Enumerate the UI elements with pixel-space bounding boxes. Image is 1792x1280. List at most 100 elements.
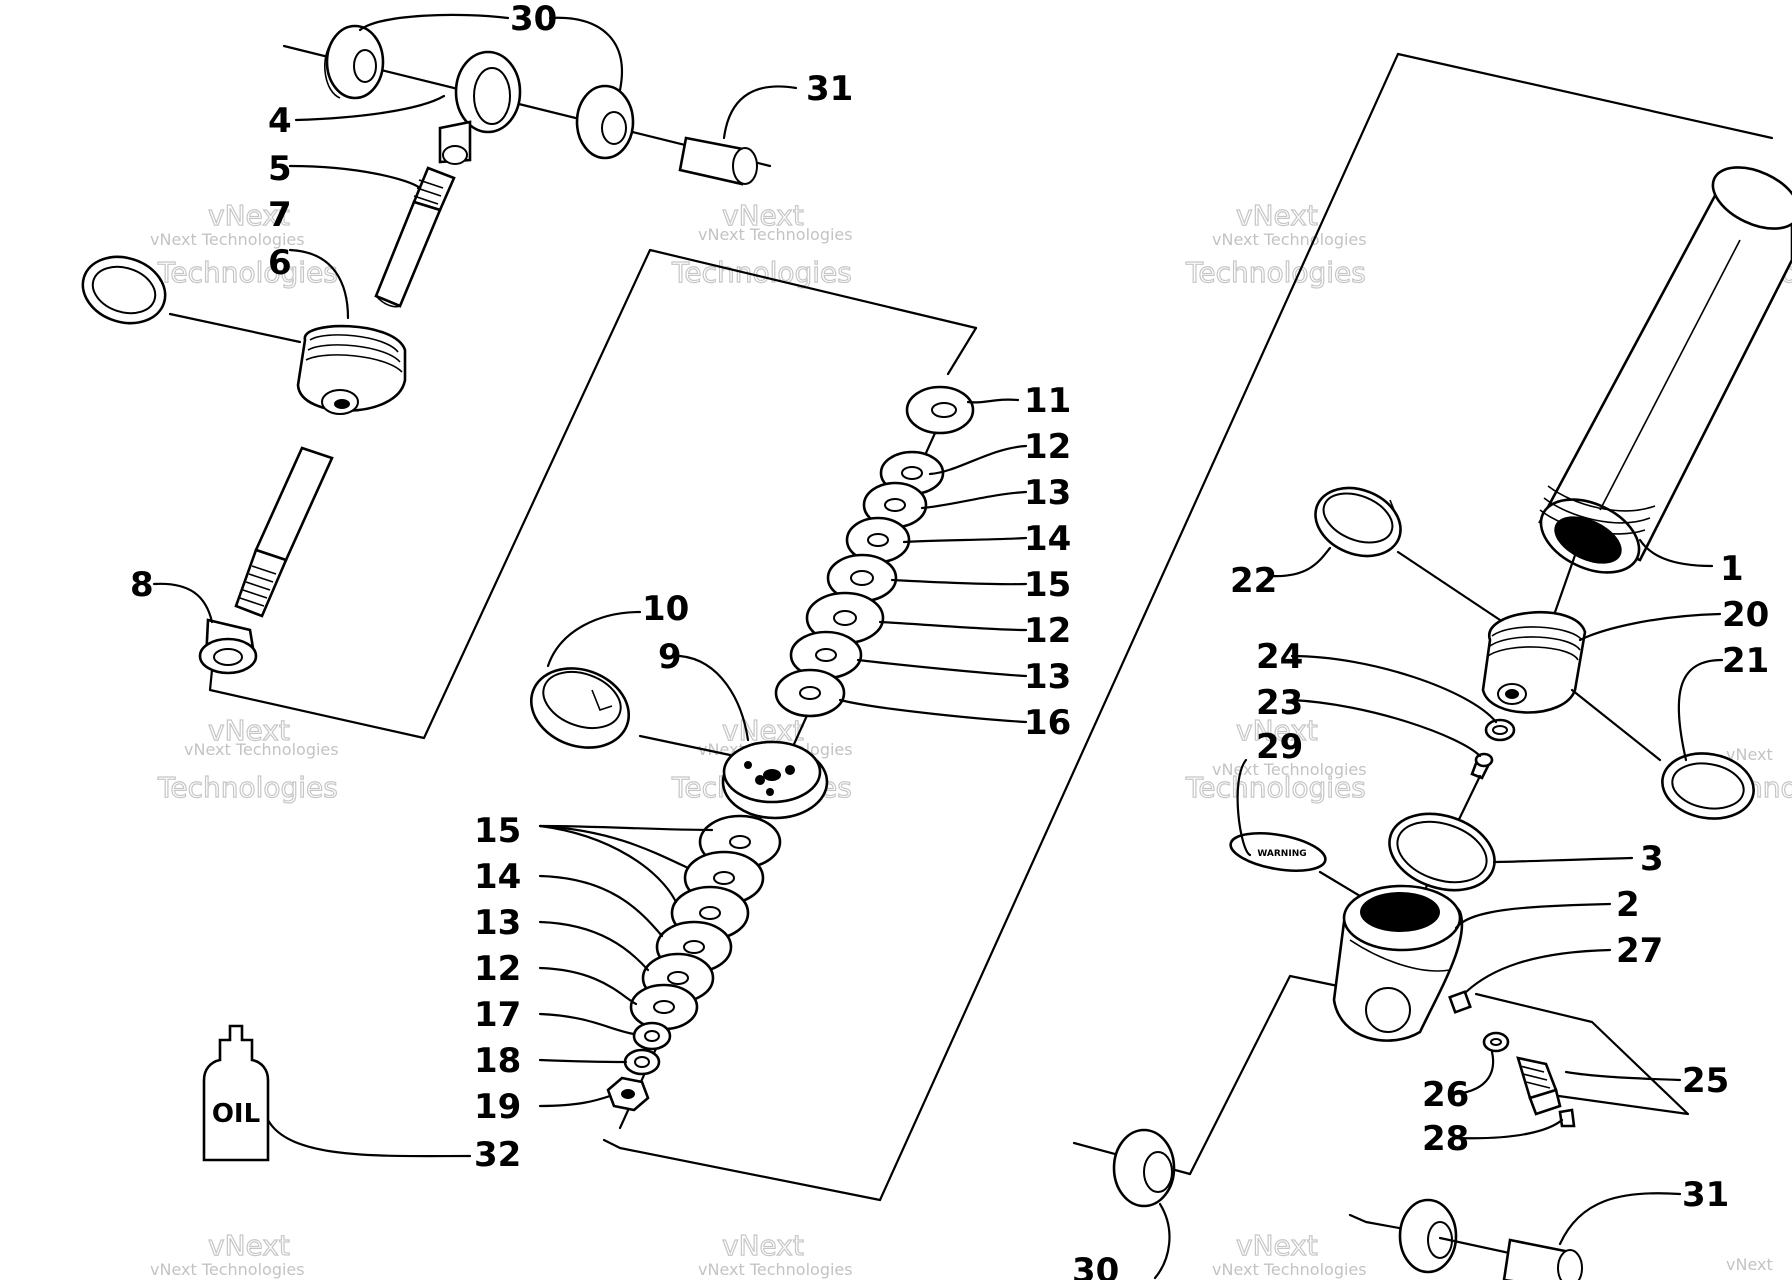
leader-9 (678, 654, 750, 742)
leader-11 (966, 398, 1020, 404)
callout-18: 18 (474, 1041, 521, 1081)
callout-30a: 30 (510, 0, 557, 39)
frame-diagonal (878, 52, 1400, 1202)
svg-text:vNext Technologies: vNext Technologies (698, 1260, 853, 1279)
leader-25 (1564, 1070, 1682, 1082)
leader-lines (152, 13, 1724, 1280)
callout-15b: 15 (474, 811, 521, 851)
svg-text:vNext: vNext (722, 199, 804, 232)
frame-lower-right (1474, 992, 1690, 1116)
oil-bottle-label: OIL (212, 1099, 260, 1129)
bushing-bottom-left (1112, 1128, 1176, 1208)
shim-11 (905, 385, 975, 435)
snap-ring-22 (1314, 486, 1402, 558)
leader-29 (1236, 758, 1252, 857)
svg-text:vNext Technologies: vNext Technologies (150, 1260, 305, 1279)
watermark-12: vNext (1726, 1255, 1773, 1274)
frame-left-link (168, 312, 302, 344)
frame-lower-left (1188, 974, 1340, 1176)
sleeve-bottom (1502, 1238, 1583, 1280)
leader-14a (902, 536, 1028, 544)
leader-1 (1638, 538, 1714, 568)
watermark-11: vNext vNext Technologies (1212, 1228, 1367, 1279)
valve-stack: OIL (202, 385, 975, 1162)
leader-15b (538, 824, 714, 832)
leader-8 (152, 582, 214, 624)
callout-7: 7 (268, 195, 292, 235)
bushing-lower-left (198, 618, 258, 675)
svg-text:vNext: vNext (1236, 1229, 1318, 1262)
svg-text:vNext Technologies: vNext Technologies (1212, 760, 1367, 779)
shim-15a (826, 553, 898, 603)
assembly-frames (168, 52, 1774, 1236)
ring-link-line (638, 734, 732, 757)
svg-text:Technologies: Technologies (1185, 771, 1366, 804)
callout-27: 27 (1616, 931, 1663, 971)
leader-23 (1290, 698, 1482, 758)
frame-mid-bottom (602, 1138, 882, 1202)
frame-left-box (208, 248, 978, 740)
seal-ring-21 (1661, 752, 1755, 820)
callout-17: 17 (474, 995, 521, 1035)
callout-14b: 14 (474, 857, 521, 897)
washer-18 (623, 1048, 661, 1076)
callout-31b: 31 (1682, 1175, 1729, 1215)
callout-14a: 14 (1024, 519, 1071, 559)
callout-13c: 13 (474, 903, 521, 943)
leader-21 (1677, 658, 1724, 762)
callout-3: 3 (1640, 839, 1664, 879)
leader-15d (538, 824, 678, 904)
o-ring-3 (1388, 812, 1496, 892)
callout-10: 10 (642, 589, 689, 629)
callout-11: 11 (1024, 381, 1071, 421)
right-assembly: WARNING (1112, 166, 1792, 1280)
leader-15a (890, 578, 1028, 586)
svg-text:vNext: vNext (208, 714, 290, 747)
svg-text:vNext Technologies: vNext Technologies (1212, 230, 1367, 249)
callout-25: 25 (1682, 1061, 1729, 1101)
piston-rod-lower (234, 446, 334, 618)
watermark-1: vNext vNext Technologies Technologies (150, 198, 338, 289)
leader-12b (878, 620, 1028, 632)
shim-16 (774, 668, 846, 718)
svg-text:vNext: vNext (722, 1229, 804, 1262)
callout-29: 29 (1256, 727, 1303, 767)
piston-ring-10 (529, 667, 631, 749)
shim-12c (629, 983, 699, 1031)
leader-12a (928, 444, 1028, 476)
watermark-2: vNext vNext Technologies Technologies (670, 198, 852, 289)
leader-16 (838, 698, 1028, 724)
leader-13b (856, 658, 1028, 678)
callout-4: 4 (268, 101, 292, 141)
callout-31a: 31 (806, 69, 853, 109)
callout-13a: 13 (1024, 473, 1071, 513)
leader-6 (288, 248, 350, 320)
svg-text:Technologies: Technologies (1185, 256, 1366, 289)
leader-4 (294, 94, 446, 122)
watermark-5: vNext vNext Technologies Technologies (156, 713, 338, 804)
screw-23 (1470, 752, 1494, 780)
leader-22 (1268, 546, 1332, 578)
callout-21: 21 (1722, 641, 1769, 681)
bushing-top-right (575, 84, 635, 160)
o-ring-26 (1482, 1031, 1510, 1053)
watermark-3: vNext vNext Technologies Technologies (1184, 198, 1367, 289)
callout-26: 26 (1422, 1075, 1469, 1115)
leader-5 (288, 164, 422, 190)
callout-32: 32 (474, 1135, 521, 1175)
ring-22-link (1396, 550, 1502, 622)
leader-10 (546, 610, 642, 668)
svg-text:vNext: vNext (1236, 714, 1318, 747)
svg-text:vNext Technologies: vNext Technologies (1212, 1260, 1367, 1279)
shim-13b (789, 630, 863, 680)
callout-13b: 13 (1024, 657, 1071, 697)
plug-27 (1448, 990, 1472, 1014)
leader-2 (1454, 902, 1612, 930)
leader-31a (722, 85, 798, 140)
svg-text:vNext Technologies: vNext Technologies (150, 230, 305, 249)
callout-28: 28 (1422, 1119, 1469, 1159)
leader-20 (1578, 612, 1722, 642)
seal-ring-left (81, 255, 167, 325)
svg-text:Technologies: Technologies (157, 771, 338, 804)
callout-20: 20 (1722, 595, 1769, 635)
